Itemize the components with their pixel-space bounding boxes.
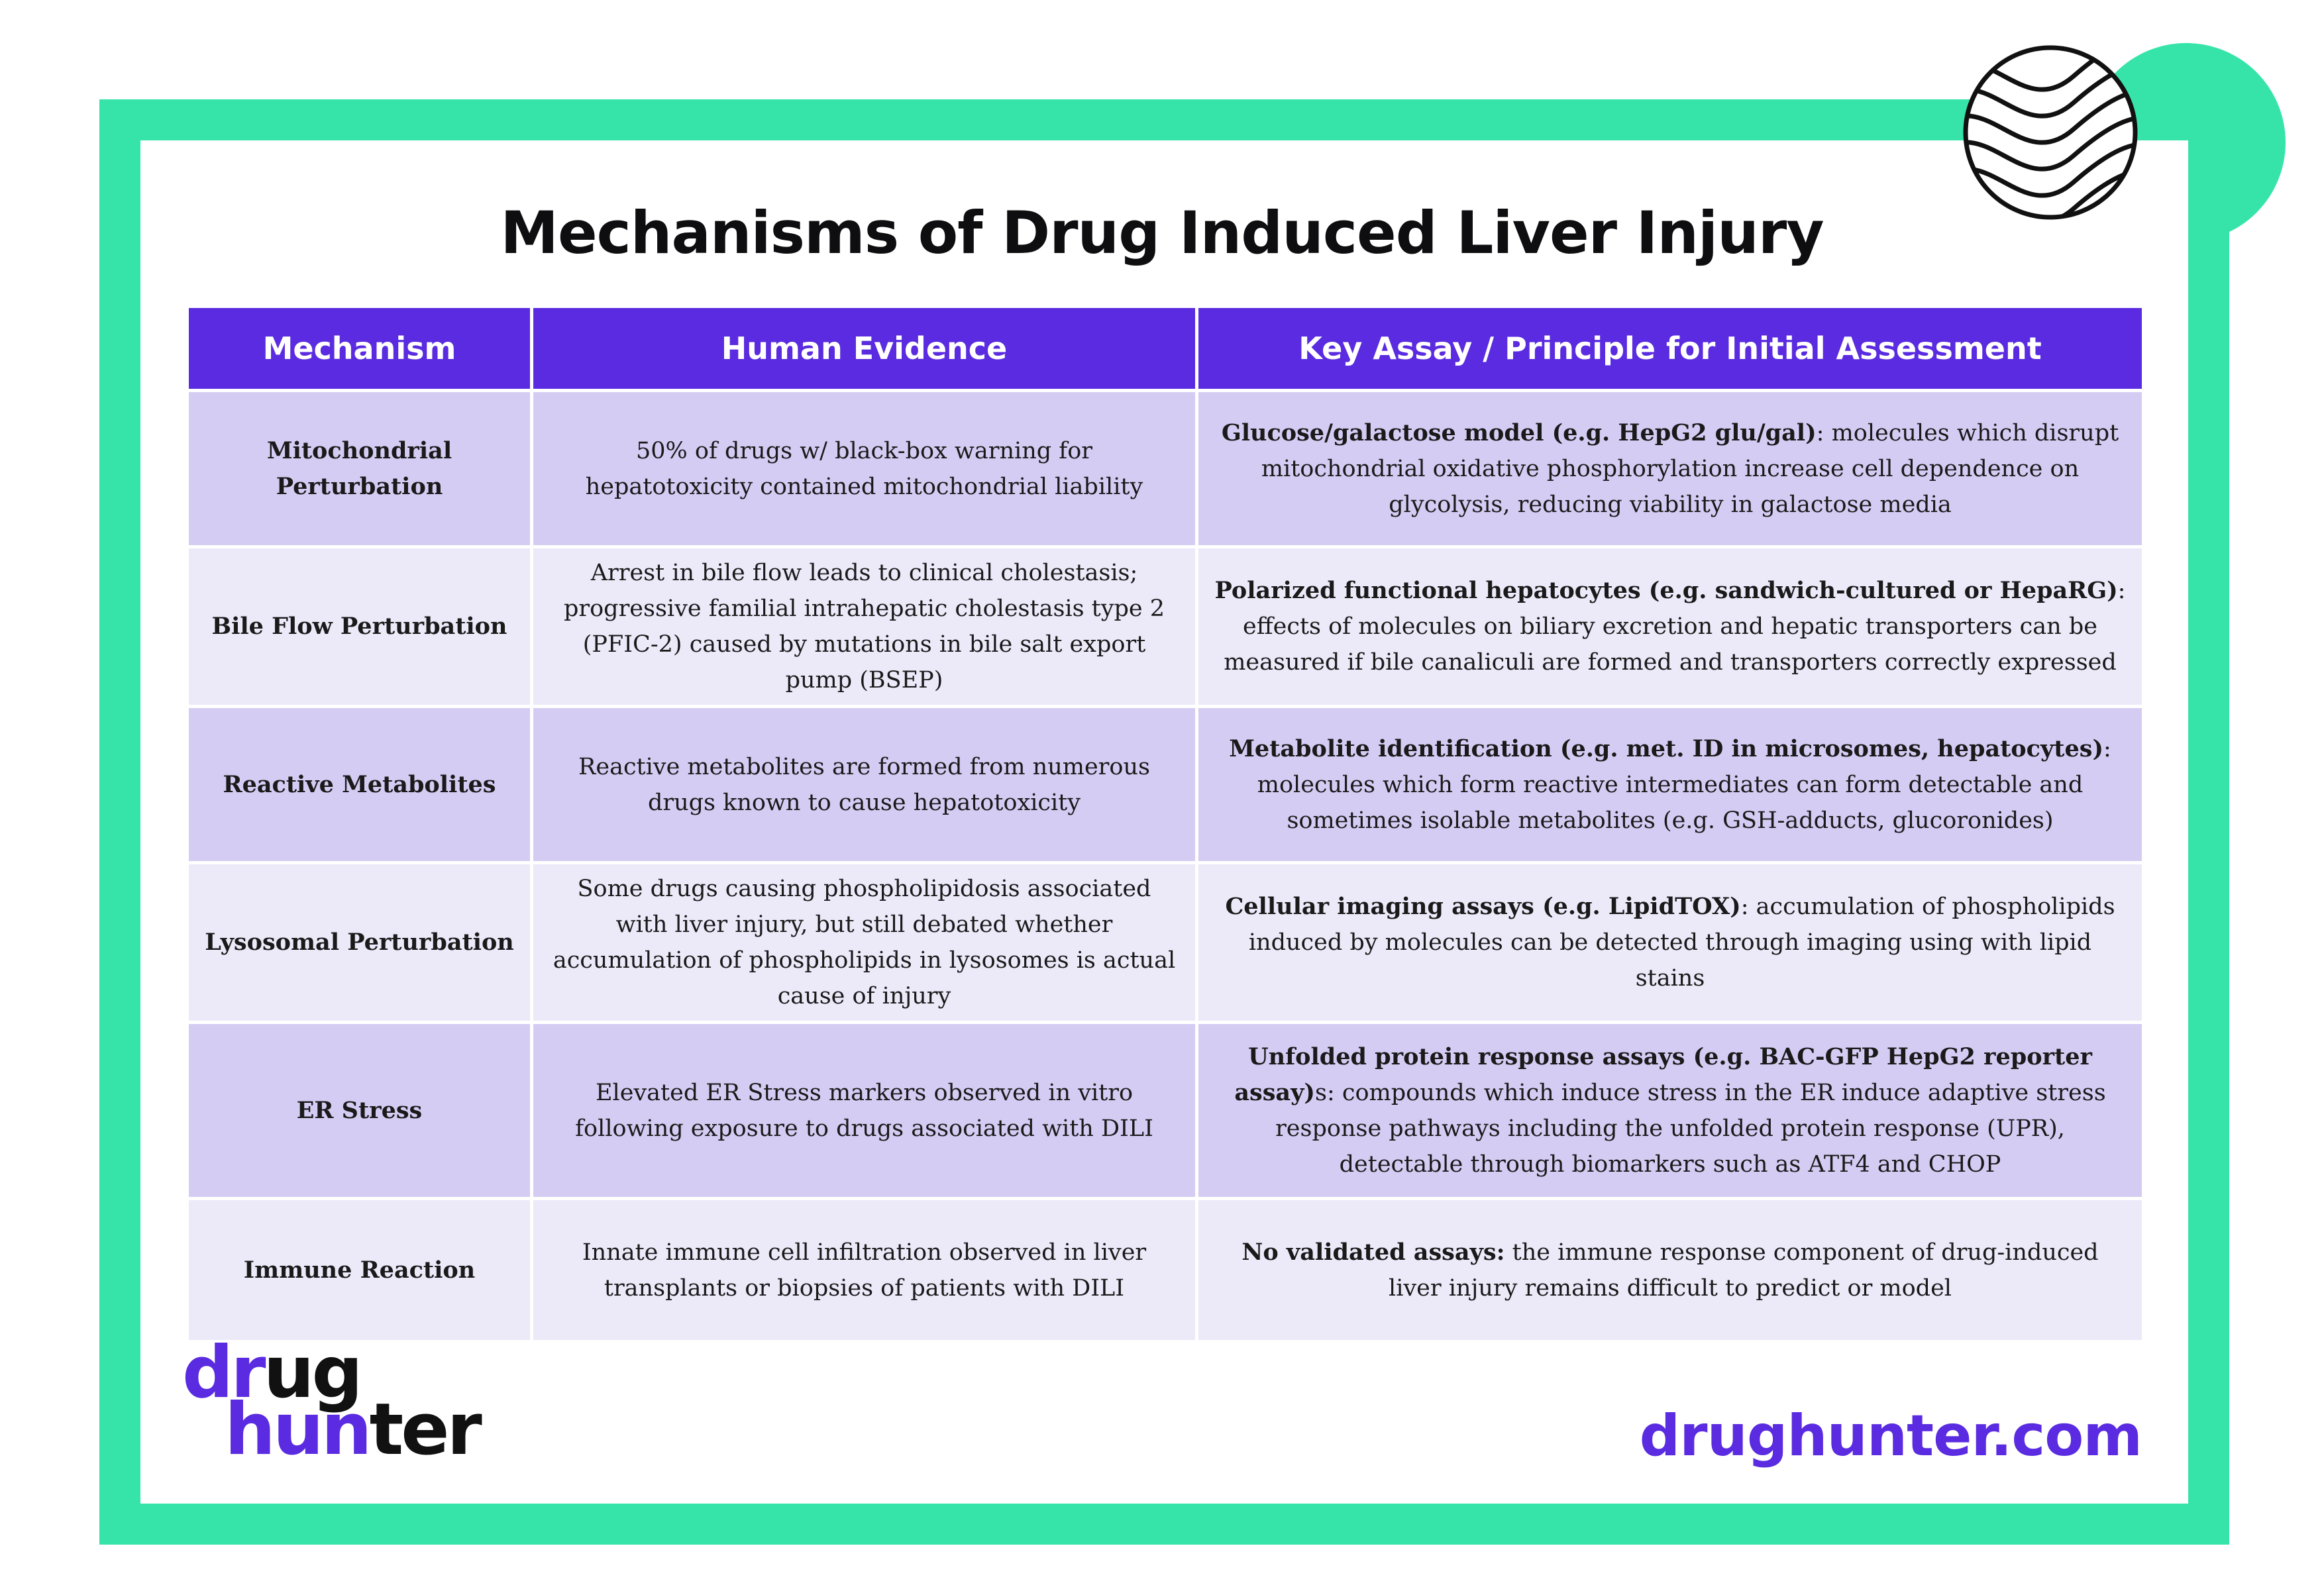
table-row: Lysosomal Perturbation Some drugs causin…: [185, 861, 2145, 1024]
wave-circle-logo-icon: [1963, 45, 2138, 220]
assay-cell: Glucose/galactose model (e.g. HepG2 glu/…: [1195, 389, 2145, 548]
drughunter-logo: drug hunter: [182, 1337, 482, 1466]
table-header-row: Mechanism Human Evidence Key Assay / Pri…: [185, 305, 2145, 392]
table-row: Mitochondrial Perturbation 50% of drugs …: [185, 389, 2145, 548]
mechanism-cell: Immune Reaction: [185, 1197, 533, 1343]
mechanism-cell: Reactive Metabolites: [185, 705, 533, 864]
logo-text-accent: hun: [225, 1388, 372, 1471]
header-mechanism: Mechanism: [185, 305, 533, 392]
assay-text: : molecules which disrupt mitochondrial …: [1261, 419, 2119, 518]
evidence-cell: Reactive metabolites are formed from num…: [530, 705, 1198, 864]
mechanism-cell: Bile Flow Perturbation: [185, 545, 533, 708]
evidence-cell: Arrest in bile flow leads to clinical ch…: [530, 545, 1198, 708]
evidence-cell: 50% of drugs w/ black-box warning for he…: [530, 389, 1198, 548]
assay-cell: Polarized functional hepatocytes (e.g. s…: [1195, 545, 2145, 708]
mechanism-cell: Lysosomal Perturbation: [185, 861, 533, 1024]
logo-text: ug: [263, 1331, 363, 1414]
assay-cell: Cellular imaging assays (e.g. LipidTOX):…: [1195, 861, 2145, 1024]
assay-bold: Unfolded protein response assays (e.g. B…: [1234, 1043, 2092, 1106]
logo-text-accent: dr: [182, 1331, 266, 1414]
assay-text: : accumulation of phospholipids induced …: [1248, 894, 2115, 992]
assay-cell: No validated assays: the immune response…: [1195, 1197, 2145, 1343]
green-frame: [99, 99, 2229, 1545]
header-human-evidence: Human Evidence: [530, 305, 1198, 392]
evidence-cell: Innate immune cell infiltration observed…: [530, 1197, 1198, 1343]
assay-text: : effects of molecules on biliary excret…: [1224, 578, 2126, 676]
mechanism-cell: ER Stress: [185, 1021, 533, 1200]
table-row: Reactive Metabolites Reactive metabolite…: [185, 705, 2145, 864]
mechanisms-table: Mechanism Human Evidence Key Assay / Pri…: [185, 305, 2145, 1343]
assay-bold: No validated assays:: [1241, 1238, 1505, 1266]
assay-bold: Glucose/galactose model (e.g. HepG2 glu/…: [1221, 419, 1817, 446]
assay-cell: Unfolded protein response assays (e.g. B…: [1195, 1021, 2145, 1200]
table-row: Immune Reaction Innate immune cell infil…: [185, 1197, 2145, 1343]
mechanism-cell: Mitochondrial Perturbation: [185, 389, 533, 548]
assay-bold: Metabolite identification (e.g. met. ID …: [1229, 735, 2104, 762]
assay-text: the immune response component of drug-in…: [1389, 1239, 2099, 1302]
table-row: ER Stress Elevated ER Stress markers obs…: [185, 1021, 2145, 1200]
assay-text: s: compounds which induce stress in the …: [1275, 1079, 2106, 1178]
logo-text: ter: [369, 1388, 482, 1471]
assay-bold: Polarized functional hepatocytes (e.g. s…: [1214, 577, 2118, 604]
assay-cell: Metabolite identification (e.g. met. ID …: [1195, 705, 2145, 864]
assay-bold: Cellular imaging assays (e.g. LipidTOX): [1225, 893, 1741, 920]
page-title: Mechanisms of Drug Induced Liver Injury: [500, 199, 1824, 267]
table-row: Bile Flow Perturbation Arrest in bile fl…: [185, 545, 2145, 708]
evidence-cell: Elevated ER Stress markers observed in v…: [530, 1021, 1198, 1200]
header-key-assay: Key Assay / Principle for Initial Assess…: [1195, 305, 2145, 392]
assay-text: : molecules which form reactive intermed…: [1257, 735, 2111, 834]
website-link[interactable]: drughunter.com: [1639, 1403, 2142, 1469]
evidence-cell: Some drugs causing phospholipidosis asso…: [530, 861, 1198, 1024]
